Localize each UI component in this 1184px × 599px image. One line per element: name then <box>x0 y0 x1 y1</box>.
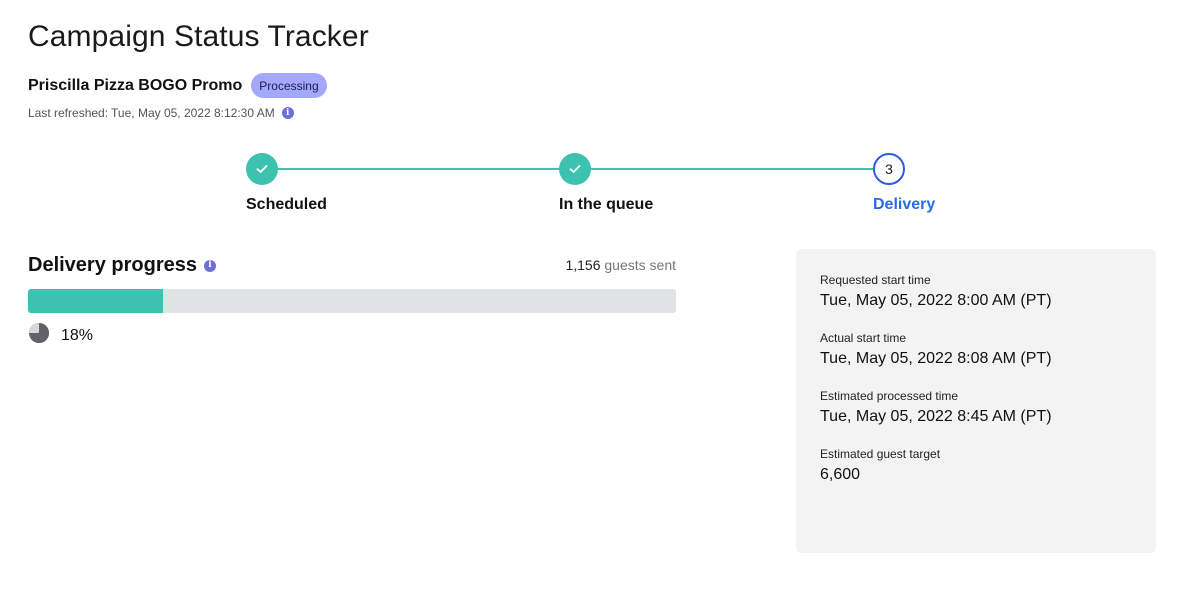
delivery-progress-heading: Delivery progress i <box>28 254 216 277</box>
detail-value: Tue, May 05, 2022 8:08 AM (PT) <box>820 350 1052 367</box>
step-connector <box>278 168 560 170</box>
delivery-progress-bar <box>28 289 676 313</box>
guests-sent-label: guests sent <box>604 257 676 273</box>
detail-actual-start: Actual start time Tue, May 05, 2022 8:08… <box>820 331 1132 368</box>
step-scheduled-check-icon <box>246 153 278 185</box>
detail-label: Actual start time <box>820 331 907 345</box>
campaign-header: Priscilla Pizza BOGO Promo Processing <box>28 73 327 98</box>
page-title: Campaign Status Tracker <box>28 20 369 53</box>
campaign-name: Priscilla Pizza BOGO Promo <box>28 76 243 94</box>
step-label-scheduled: Scheduled <box>246 196 327 213</box>
campaign-details-panel: Requested start time Tue, May 05, 2022 8… <box>796 249 1156 553</box>
detail-requested-start: Requested start time Tue, May 05, 2022 8… <box>820 273 1132 310</box>
step-delivery-number: 3 <box>873 153 905 185</box>
guests-sent-count: 1,156 <box>565 257 601 273</box>
step-label-delivery: Delivery <box>873 196 936 213</box>
step-label-queue: In the queue <box>559 196 654 213</box>
step-connector <box>591 168 874 170</box>
delivery-progress-fill <box>28 289 164 313</box>
info-icon[interactable]: i <box>203 259 216 272</box>
info-icon[interactable]: i <box>281 107 294 119</box>
status-badge: Processing <box>251 73 327 98</box>
detail-estimated-processed: Estimated processed time Tue, May 05, 20… <box>820 389 1132 426</box>
progress-percent: 18% <box>28 322 93 349</box>
pie-chart-icon <box>28 322 50 349</box>
detail-value: Tue, May 05, 2022 8:45 AM (PT) <box>820 408 1052 425</box>
last-refreshed-label: Last refreshed: <box>28 106 109 120</box>
guests-sent: 1,156 guests sent <box>565 257 676 273</box>
delivery-progress-title: Delivery progress <box>28 254 197 276</box>
last-refreshed-value: Tue, May 05, 2022 8:12:30 AM <box>111 106 275 120</box>
progress-percent-label: 18% <box>61 326 94 344</box>
detail-label: Estimated processed time <box>820 389 959 403</box>
step-queue-check-icon <box>559 153 591 185</box>
detail-value: 6,600 <box>820 466 861 483</box>
progress-stepper: 3 Scheduled In the queue Delivery <box>0 0 1184 230</box>
detail-value: Tue, May 05, 2022 8:00 AM (PT) <box>820 292 1052 309</box>
last-refreshed: Last refreshed: Tue, May 05, 2022 8:12:3… <box>28 105 294 121</box>
detail-label: Requested start time <box>820 273 931 287</box>
detail-label: Estimated guest target <box>820 447 941 461</box>
detail-guest-target: Estimated guest target 6,600 <box>820 447 1132 484</box>
